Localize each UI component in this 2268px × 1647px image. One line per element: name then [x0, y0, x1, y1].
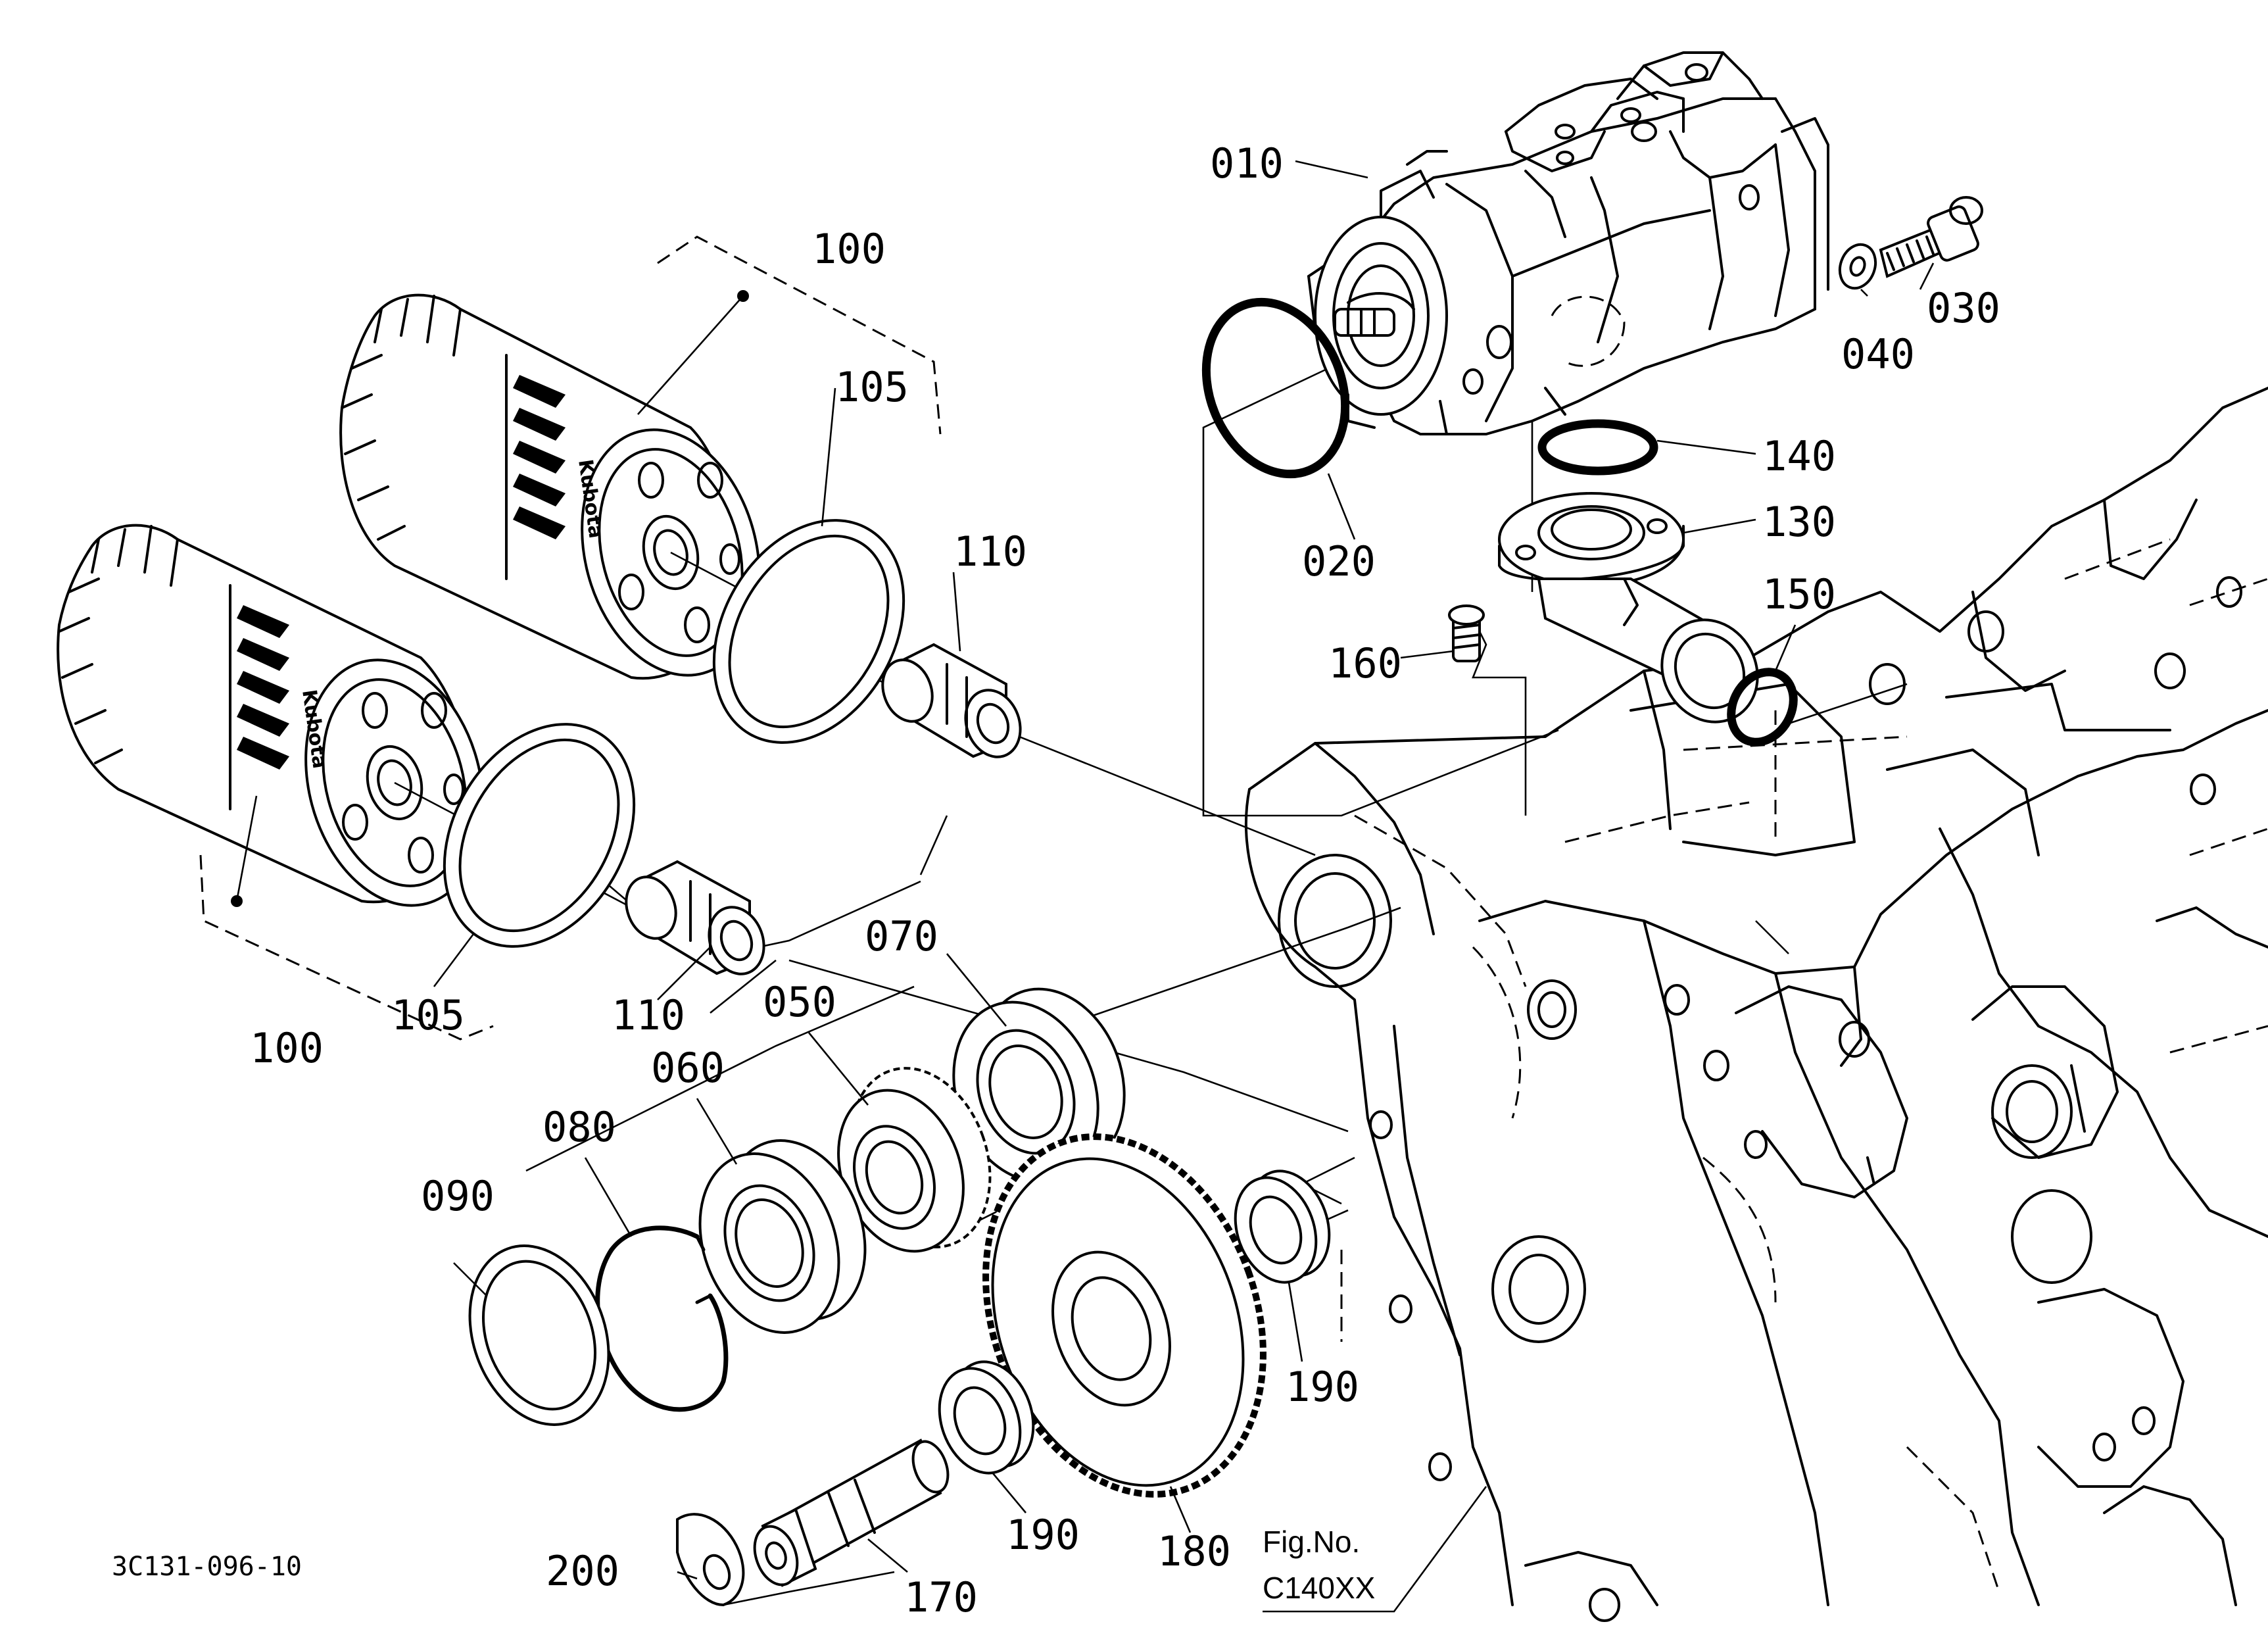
bearing-070	[952, 987, 1126, 1183]
label-100-upper: 100	[812, 225, 886, 273]
label-030: 030	[1927, 284, 2000, 332]
label-160: 160	[1328, 639, 1402, 687]
stopper-plate-200	[676, 1513, 745, 1607]
washer-040	[1838, 243, 1877, 290]
label-090: 090	[421, 1172, 495, 1220]
label-140: 140	[1762, 432, 1836, 480]
leader-100-lower-dot	[235, 795, 258, 902]
bolt-030	[1879, 196, 1983, 278]
label-130: 130	[1762, 498, 1836, 546]
label-180: 180	[1157, 1527, 1231, 1575]
bracket-100-upper	[657, 235, 942, 435]
leader-100-upper-dot	[637, 295, 744, 415]
gasket-105-upper	[712, 519, 905, 744]
figure-reference: Fig.No. C140XX	[1263, 1525, 1375, 1605]
gear-180	[982, 1133, 1267, 1498]
o-ring-150	[1727, 668, 1798, 747]
label-020: 020	[1302, 537, 1376, 585]
bearing-190-upper	[1234, 1169, 1331, 1284]
flange-130	[1498, 492, 1759, 724]
snap-ring-080	[595, 1225, 729, 1412]
gasket-105-lower	[443, 723, 636, 948]
transmission-case	[1244, 387, 2268, 1622]
bolt-160	[1448, 604, 1485, 662]
filter-stripes-upper	[513, 375, 566, 539]
filter-stripes-lower	[237, 605, 289, 770]
label-010: 010	[1210, 139, 1284, 187]
label-100-lower: 100	[250, 1024, 324, 1072]
label-190-upper: 190	[1286, 1363, 1359, 1411]
fitting-110-upper	[881, 643, 1022, 758]
o-ring-020	[1201, 297, 1350, 479]
figure-code: C140XX	[1263, 1571, 1375, 1605]
label-110-lower: 110	[612, 991, 685, 1039]
gear-050	[837, 1067, 992, 1253]
label-150: 150	[1762, 570, 1836, 618]
label-050: 050	[763, 978, 836, 1026]
part-labels: 010 020 030 040 050 060 070 080 090 100 …	[250, 139, 2000, 1621]
callout-leaders	[433, 160, 1935, 1613]
bracket-100-lower	[199, 854, 494, 1041]
label-110-upper: 110	[953, 528, 1027, 576]
shaft-170	[753, 1438, 950, 1587]
collar-090	[468, 1244, 610, 1426]
label-105-upper: 105	[835, 363, 909, 411]
label-200: 200	[546, 1547, 619, 1595]
label-040: 040	[1841, 330, 1915, 378]
label-080: 080	[543, 1103, 616, 1151]
assembly-leader-lines	[525, 367, 1908, 1606]
drawing-number: 3C131-096-10	[112, 1552, 302, 1582]
fitting-110-lower	[625, 860, 765, 975]
o-ring-140	[1537, 419, 1658, 476]
hydraulic-pump	[1307, 51, 1829, 435]
figure-prefix: Fig.No.	[1263, 1525, 1360, 1559]
label-170: 170	[904, 1573, 978, 1621]
bearing-060	[698, 1139, 867, 1334]
label-060: 060	[651, 1044, 725, 1092]
label-070: 070	[865, 912, 938, 960]
label-105-lower: 105	[391, 991, 465, 1039]
bearing-190-lower	[938, 1360, 1035, 1475]
label-190-lower: 190	[1006, 1511, 1080, 1559]
